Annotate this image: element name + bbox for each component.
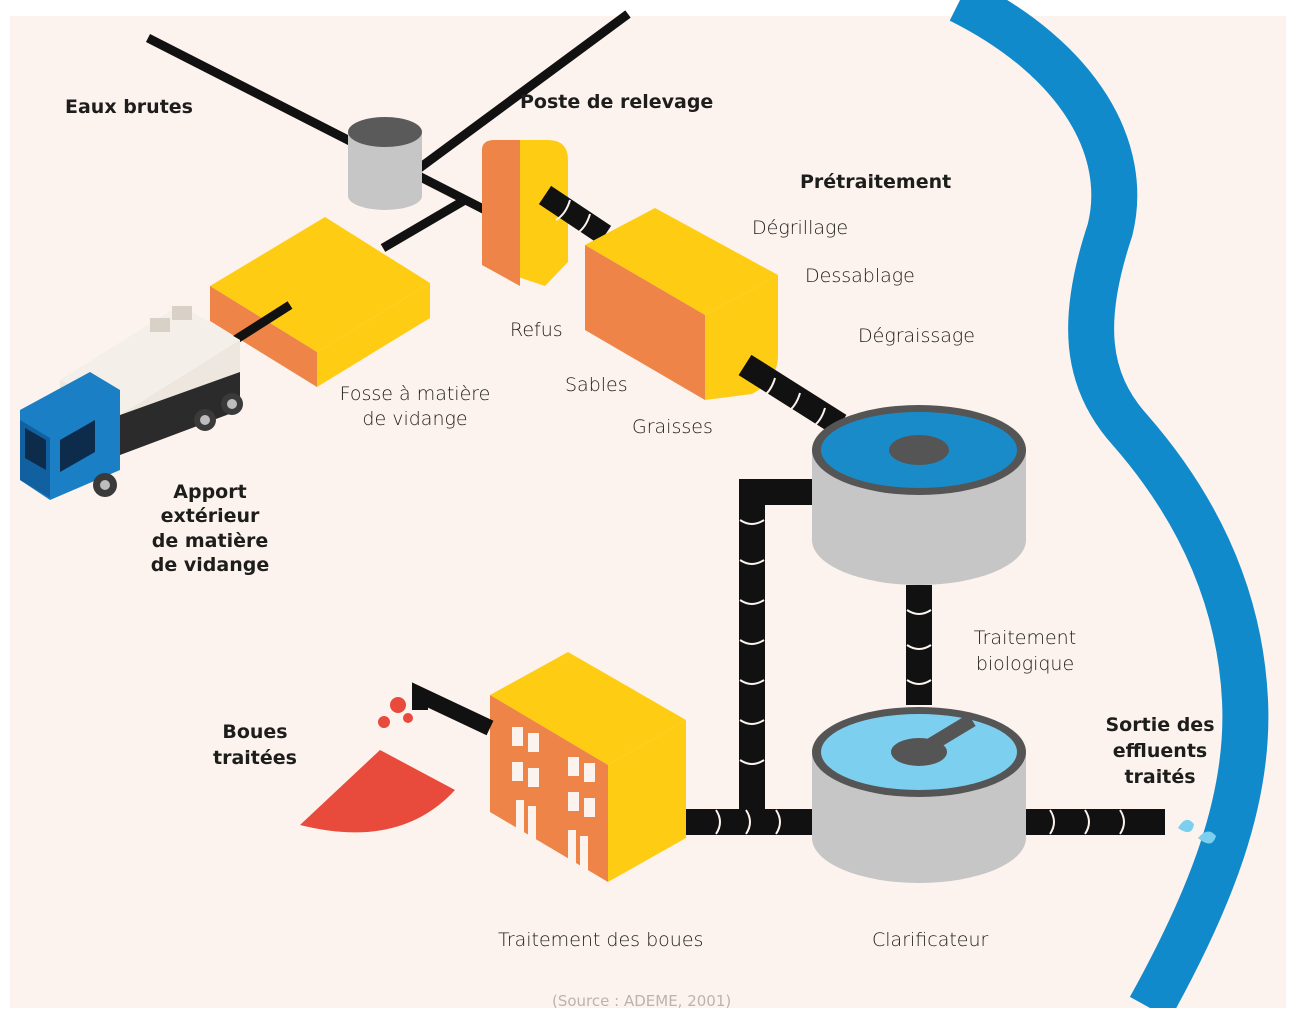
truck-icon	[20, 305, 243, 500]
clarifier-tank	[812, 707, 1026, 883]
label-graisses: Graisses	[632, 416, 713, 438]
source-caption: (Source : ADEME, 2001)	[552, 992, 732, 1010]
recirculation-pipe	[739, 479, 812, 815]
pipe-to-pretreatment	[538, 185, 612, 245]
label-eaux-brutes: Eaux brutes	[65, 96, 193, 118]
label-fosse: Fosse à matière de vidange	[320, 382, 510, 431]
label-clarificateur: Clarificateur	[872, 929, 989, 951]
river	[949, 0, 1269, 1008]
label-degrillage: Dégrillage	[752, 217, 849, 239]
label-traitement-bio-line1: Traitement	[973, 627, 1077, 649]
label-boues-traitees: Boues traitées	[205, 720, 305, 771]
pipe-to-biological	[738, 354, 847, 436]
label-traitement-bio-line2: biologique	[975, 652, 1075, 675]
label-sortie-effluents: Sortie des effluents traités	[1095, 712, 1225, 791]
label-fosse-line1: Fosse à matière	[339, 383, 491, 405]
pipe-joints	[555, 199, 1125, 835]
label-sortie-line1: Sortie des	[1105, 714, 1215, 736]
sludge-pile-icon	[300, 697, 455, 833]
label-sortie-line3: traités	[1124, 766, 1196, 789]
label-fosse-line2: de vidange	[362, 407, 468, 430]
label-degraissage: Dégraissage	[858, 325, 975, 347]
water-drops-icon	[1178, 819, 1216, 844]
biological-tank	[812, 405, 1026, 585]
raw-water-pipes	[145, 10, 631, 252]
label-poste-relevage: Poste de relevage	[520, 91, 714, 113]
manhole-tank	[348, 117, 422, 210]
label-dessablage: Dessablage	[805, 265, 915, 287]
label-apport: Apport extérieur de matière de vidange	[130, 480, 290, 577]
sludge-output-pipe	[412, 682, 494, 736]
label-traitement-biologique: Traitement biologique	[960, 626, 1090, 677]
label-apport-line1: Apport	[173, 481, 247, 503]
label-apport-line4: de vidange	[150, 553, 270, 576]
label-sables: Sables	[565, 374, 628, 396]
lift-station	[482, 140, 568, 286]
label-traitement-boues: Traitement des boues	[498, 929, 704, 951]
truck-pipe	[232, 301, 293, 344]
label-boues-line2: traitées	[213, 746, 297, 769]
label-sortie-line2: effluents	[1112, 740, 1208, 763]
label-apport-line3: de matière	[151, 529, 269, 552]
label-apport-line2: extérieur	[160, 505, 260, 528]
label-pretraitement: Prétraitement	[800, 171, 952, 193]
label-refus: Refus	[510, 319, 563, 341]
sludge-treatment-building	[490, 652, 686, 882]
label-boues-line1: Boues	[222, 721, 288, 743]
